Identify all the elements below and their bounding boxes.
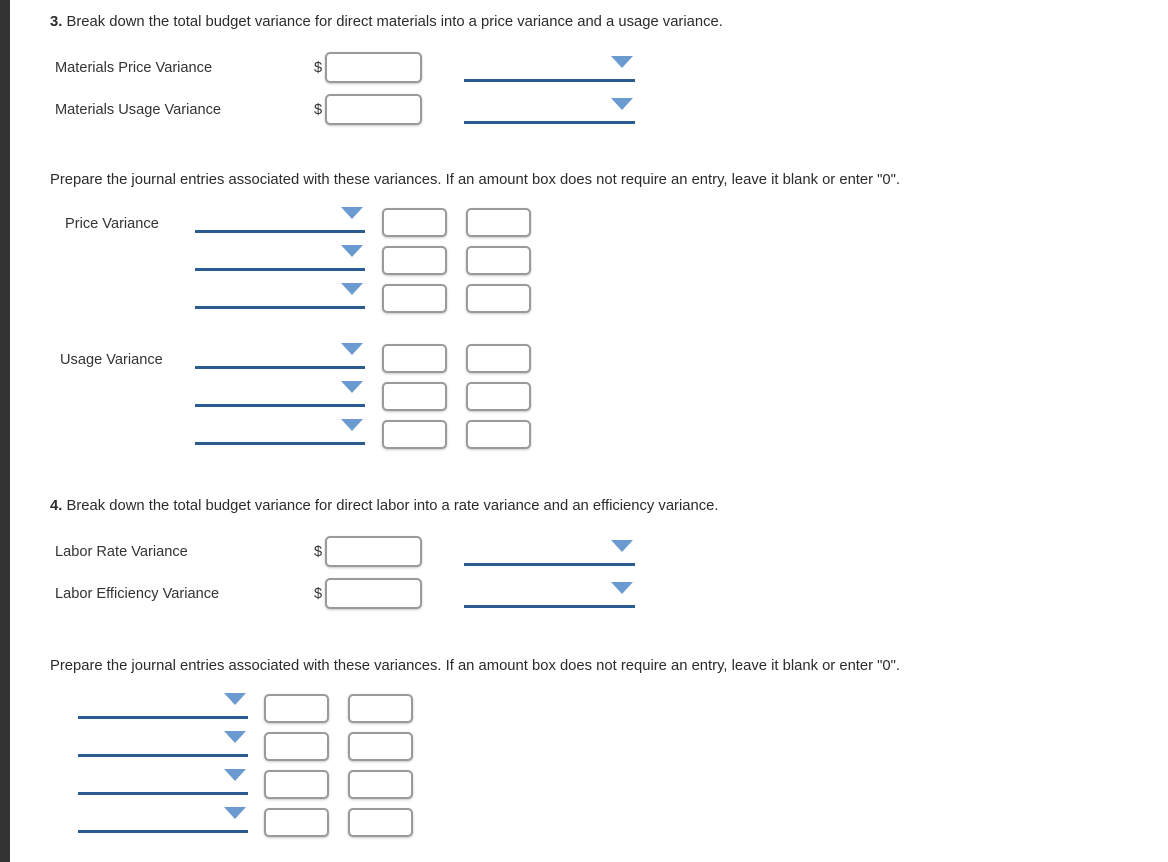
chevron-down-icon: [341, 245, 363, 257]
labor-journal-account-dropdown-1[interactable]: [78, 693, 248, 719]
left-gutter-bar: [0, 0, 10, 862]
question-4-journal-instruction: Prepare the journal entries associated w…: [50, 658, 901, 674]
dropdown-underline: [195, 404, 365, 407]
usage-variance-debit-input-1[interactable]: [382, 344, 447, 373]
chevron-down-icon: [611, 98, 633, 110]
price-variance-credit-input-1[interactable]: [466, 208, 531, 237]
price-variance-debit-input-3[interactable]: [382, 284, 447, 313]
dropdown-underline: [464, 79, 635, 82]
question-3-text: Break down the total budget variance for…: [66, 14, 723, 30]
question-3-journal-instruction: Prepare the journal entries associated w…: [50, 172, 901, 188]
materials-price-variance-currency: $: [314, 60, 323, 76]
materials-price-variance-amount-input[interactable]: [325, 52, 422, 83]
materials-price-variance-label: Materials Price Variance: [55, 60, 213, 76]
question-4-number: 4.: [50, 498, 63, 514]
dropdown-underline: [78, 792, 248, 795]
price-variance-account-dropdown-2[interactable]: [195, 245, 365, 271]
dropdown-underline: [195, 268, 365, 271]
price-variance-account-dropdown-1[interactable]: [195, 207, 365, 233]
price-variance-group-label: Price Variance: [65, 216, 159, 232]
labor-journal-credit-input-3[interactable]: [348, 770, 413, 799]
price-variance-credit-input-3[interactable]: [466, 284, 531, 313]
labor-rate-variance-dropdown[interactable]: [464, 540, 635, 566]
chevron-down-icon: [341, 343, 363, 355]
usage-variance-account-dropdown-2[interactable]: [195, 381, 365, 407]
labor-rate-variance-amount-input[interactable]: [325, 536, 422, 567]
materials-usage-variance-currency: $: [314, 102, 323, 118]
labor-journal-debit-input-4[interactable]: [264, 808, 329, 837]
dropdown-underline: [464, 121, 635, 124]
chevron-down-icon: [341, 381, 363, 393]
chevron-down-icon: [611, 582, 633, 594]
labor-rate-variance-label: Labor Rate Variance: [55, 544, 188, 560]
chevron-down-icon: [611, 56, 633, 68]
price-variance-credit-input-2[interactable]: [466, 246, 531, 275]
question-3-number: 3.: [50, 14, 63, 30]
usage-variance-credit-input-3[interactable]: [466, 420, 531, 449]
chevron-down-icon: [224, 769, 246, 781]
usage-variance-debit-input-2[interactable]: [382, 382, 447, 411]
question-4-text: Break down the total budget variance for…: [66, 498, 719, 514]
chevron-down-icon: [341, 207, 363, 219]
labor-journal-account-dropdown-3[interactable]: [78, 769, 248, 795]
dropdown-underline: [464, 563, 635, 566]
materials-price-variance-dropdown[interactable]: [464, 56, 635, 82]
labor-rate-variance-currency: $: [314, 544, 323, 560]
chevron-down-icon: [341, 419, 363, 431]
dropdown-underline: [78, 716, 248, 719]
labor-journal-account-dropdown-4[interactable]: [78, 807, 248, 833]
question-3-heading: 3. Break down the total budget variance …: [50, 13, 723, 32]
price-variance-account-dropdown-3[interactable]: [195, 283, 365, 309]
usage-variance-debit-input-3[interactable]: [382, 420, 447, 449]
labor-efficiency-variance-label: Labor Efficiency Variance: [55, 586, 220, 602]
labor-journal-credit-input-4[interactable]: [348, 808, 413, 837]
labor-journal-debit-input-3[interactable]: [264, 770, 329, 799]
labor-journal-credit-input-1[interactable]: [348, 694, 413, 723]
chevron-down-icon: [341, 283, 363, 295]
dropdown-underline: [195, 366, 365, 369]
labor-journal-debit-input-1[interactable]: [264, 694, 329, 723]
materials-usage-variance-dropdown[interactable]: [464, 98, 635, 124]
chevron-down-icon: [224, 807, 246, 819]
dropdown-underline: [195, 442, 365, 445]
usage-variance-credit-input-1[interactable]: [466, 344, 531, 373]
materials-usage-variance-amount-input[interactable]: [325, 94, 422, 125]
labor-journal-debit-input-2[interactable]: [264, 732, 329, 761]
dropdown-underline: [78, 754, 248, 757]
chevron-down-icon: [611, 540, 633, 552]
dropdown-underline: [464, 605, 635, 608]
labor-journal-credit-input-2[interactable]: [348, 732, 413, 761]
usage-variance-group-label: Usage Variance: [60, 352, 163, 368]
labor-efficiency-variance-currency: $: [314, 586, 323, 602]
question-4-heading: 4. Break down the total budget variance …: [50, 497, 718, 516]
price-variance-debit-input-1[interactable]: [382, 208, 447, 237]
usage-variance-account-dropdown-1[interactable]: [195, 343, 365, 369]
labor-efficiency-variance-amount-input[interactable]: [325, 578, 422, 609]
materials-usage-variance-label: Materials Usage Variance: [55, 102, 222, 118]
chevron-down-icon: [224, 693, 246, 705]
dropdown-underline: [195, 230, 365, 233]
usage-variance-credit-input-2[interactable]: [466, 382, 531, 411]
labor-efficiency-variance-dropdown[interactable]: [464, 582, 635, 608]
dropdown-underline: [78, 830, 248, 833]
usage-variance-account-dropdown-3[interactable]: [195, 419, 365, 445]
chevron-down-icon: [224, 731, 246, 743]
price-variance-debit-input-2[interactable]: [382, 246, 447, 275]
labor-journal-account-dropdown-2[interactable]: [78, 731, 248, 757]
worksheet-page: 3. Break down the total budget variance …: [10, 0, 1168, 862]
dropdown-underline: [195, 306, 365, 309]
